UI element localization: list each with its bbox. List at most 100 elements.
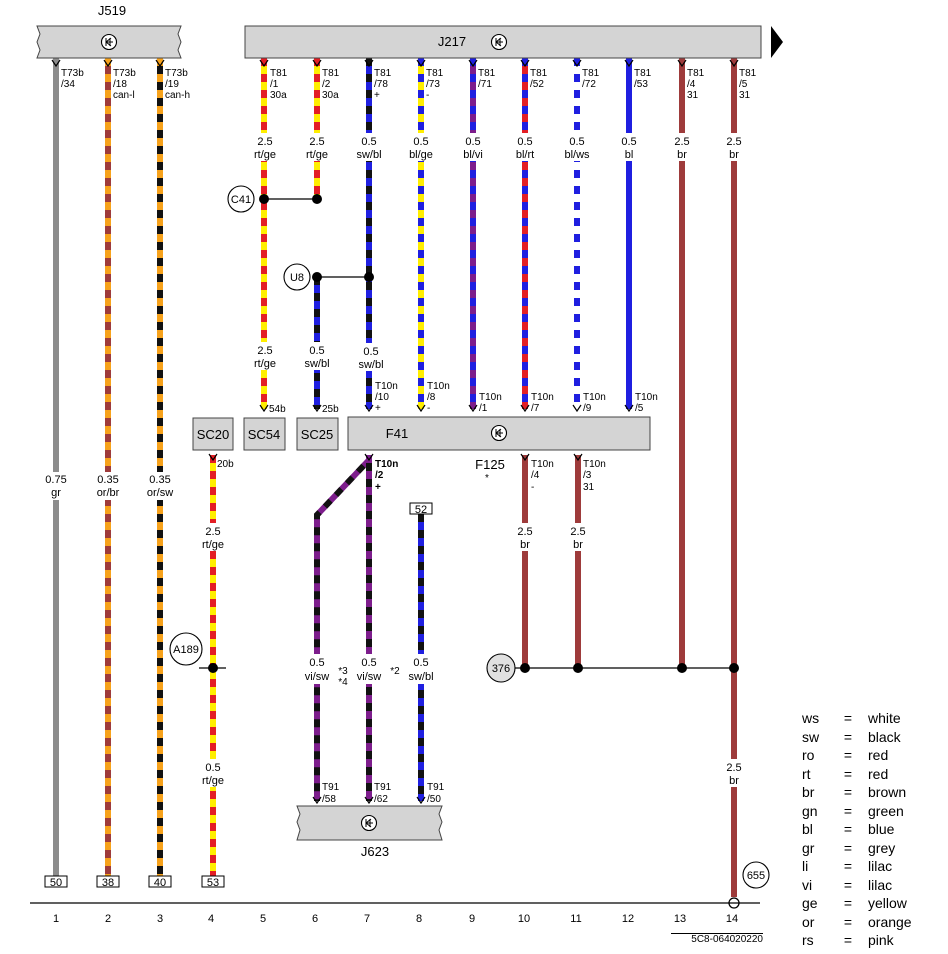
- legend-eq: =: [843, 932, 853, 949]
- j519-pin-signal: can-h: [165, 90, 190, 101]
- pin-arrow-icon: [677, 59, 687, 68]
- pin-arrow-icon: [51, 59, 61, 68]
- wire-size: 2.5: [517, 526, 532, 538]
- f41-pin-id: T10n: [583, 392, 606, 403]
- legend-name: green: [868, 802, 904, 819]
- wire-size: 2.5: [726, 762, 741, 774]
- sc54-box: [243, 417, 286, 451]
- legend-row: li=lilac: [802, 857, 942, 876]
- j217-pin-num: /73: [426, 79, 440, 90]
- legend-abbr: li: [802, 858, 809, 875]
- j217-pin-id: T81: [270, 68, 288, 79]
- sc20-box: [192, 417, 234, 451]
- column-number: 12: [622, 913, 634, 925]
- f41-pin-id: T10n: [531, 392, 554, 403]
- j217-pin-id: T81: [322, 68, 340, 79]
- legend-eq: =: [843, 802, 853, 819]
- j217-pin-num: /78: [374, 79, 388, 90]
- j217-symbol-icon: [490, 33, 508, 51]
- wire-color: br: [729, 775, 739, 787]
- s376-marker: [486, 653, 516, 683]
- wire-size: 0.5: [361, 657, 376, 669]
- legend-row: or=orange: [802, 913, 942, 932]
- legend-name: lilac: [868, 858, 893, 875]
- j519-pins: T73b /34 T73b /18 can-l T73b /19 can-h: [61, 68, 190, 101]
- f41-pin-num: /9: [583, 403, 592, 414]
- f41-pin-id: T10n: [375, 459, 398, 470]
- wire-size: 0.5: [465, 136, 480, 148]
- wire-size: 2.5: [257, 136, 272, 148]
- pin-arrow-icon: [572, 59, 582, 68]
- pin-arrow-icon: [208, 453, 218, 462]
- legend-name: grey: [868, 839, 896, 856]
- column-number: 14: [726, 913, 738, 925]
- column-number: 2: [105, 913, 111, 925]
- legend-abbr: gn: [802, 802, 818, 819]
- f125-note: *: [485, 473, 489, 484]
- legend-eq: =: [843, 839, 853, 856]
- j217-pin-num: /5: [739, 79, 748, 90]
- legend-eq: =: [843, 765, 853, 782]
- wire-color: sw/bl: [408, 671, 433, 683]
- wire-size: 0.35: [97, 474, 118, 486]
- pin-arrow-icon: [624, 59, 634, 68]
- sc25-label: SC25: [301, 427, 334, 442]
- wire-size: 0.5: [309, 657, 324, 669]
- legend-name: brown: [868, 784, 907, 801]
- wire-color: or/sw: [147, 487, 173, 499]
- wire-color: bl: [625, 149, 634, 161]
- legend-eq: =: [843, 821, 853, 838]
- wire-note: *2: [390, 666, 400, 677]
- legend-name: orange: [868, 913, 912, 930]
- f41-top-pins: T10n /10 + T10n /8 - T10n /1 T10n /7 T10…: [375, 381, 658, 414]
- sc25-pin: 25b: [322, 404, 339, 415]
- j217-pin-num: /53: [634, 79, 648, 90]
- wire-color: rt/ge: [202, 539, 224, 551]
- wire-color: br: [677, 149, 687, 161]
- reference-code: 5C8-064020220: [671, 933, 763, 946]
- wire-color: vi/sw: [305, 671, 330, 683]
- j519-pin-id: T73b: [165, 68, 188, 79]
- j217-pin-id: T81: [687, 68, 705, 79]
- j519-pin-signal: can-l: [113, 90, 135, 101]
- wire-col6-bottom: [314, 457, 372, 801]
- wire-size: 0.5: [363, 346, 378, 358]
- legend-row: ws=white: [802, 709, 942, 728]
- c41-marker: [227, 185, 255, 213]
- column-number: 11: [570, 913, 581, 925]
- pin-arrow-icon: [364, 796, 374, 805]
- legend-abbr: vi: [802, 876, 813, 893]
- column-number: 7: [364, 913, 370, 925]
- terminal-label: 50: [50, 877, 62, 889]
- column-number: 10: [518, 913, 530, 925]
- wire-color: sw/bl: [358, 359, 383, 371]
- splice-connections: [199, 194, 739, 673]
- legend-row: ge=yellow: [802, 894, 942, 913]
- f41-pin-id: T10n: [531, 459, 554, 470]
- j217-pin-signal: 30a: [322, 90, 339, 101]
- pin-arrow-icon: [416, 404, 426, 413]
- pin-arrow-icon: [364, 59, 374, 68]
- wire-size: 0.35: [149, 474, 170, 486]
- a189-label: A189: [173, 644, 199, 656]
- pin-arrow-icon: [468, 404, 478, 413]
- terminal-label: 40: [154, 877, 166, 889]
- column-number: 9: [469, 913, 475, 925]
- column-number: 8: [416, 913, 422, 925]
- s376-label: 376: [492, 663, 510, 675]
- wire-note: *4: [338, 677, 348, 688]
- pin-arrow-icon: [259, 59, 269, 68]
- sc25-box: [296, 417, 339, 451]
- f41-pin-num: /4: [531, 470, 540, 481]
- pin-arrow-icon: [624, 404, 634, 413]
- legend-row: bl=blue: [802, 820, 942, 839]
- pin-arrow-icon: [259, 404, 269, 413]
- f41-pin-signal: 31: [583, 482, 595, 493]
- f41-bottom-pins: T10n /2 + T10n /4 - T10n /3 31: [375, 459, 606, 493]
- pin-arrow-icon: [573, 453, 583, 462]
- wire-color: br: [520, 539, 530, 551]
- column-number: 4: [208, 913, 214, 925]
- j217-pin-id: T81: [374, 68, 392, 79]
- sc-pins: 54b 25b 20b: [217, 404, 339, 470]
- wire-size: 0.5: [413, 136, 428, 148]
